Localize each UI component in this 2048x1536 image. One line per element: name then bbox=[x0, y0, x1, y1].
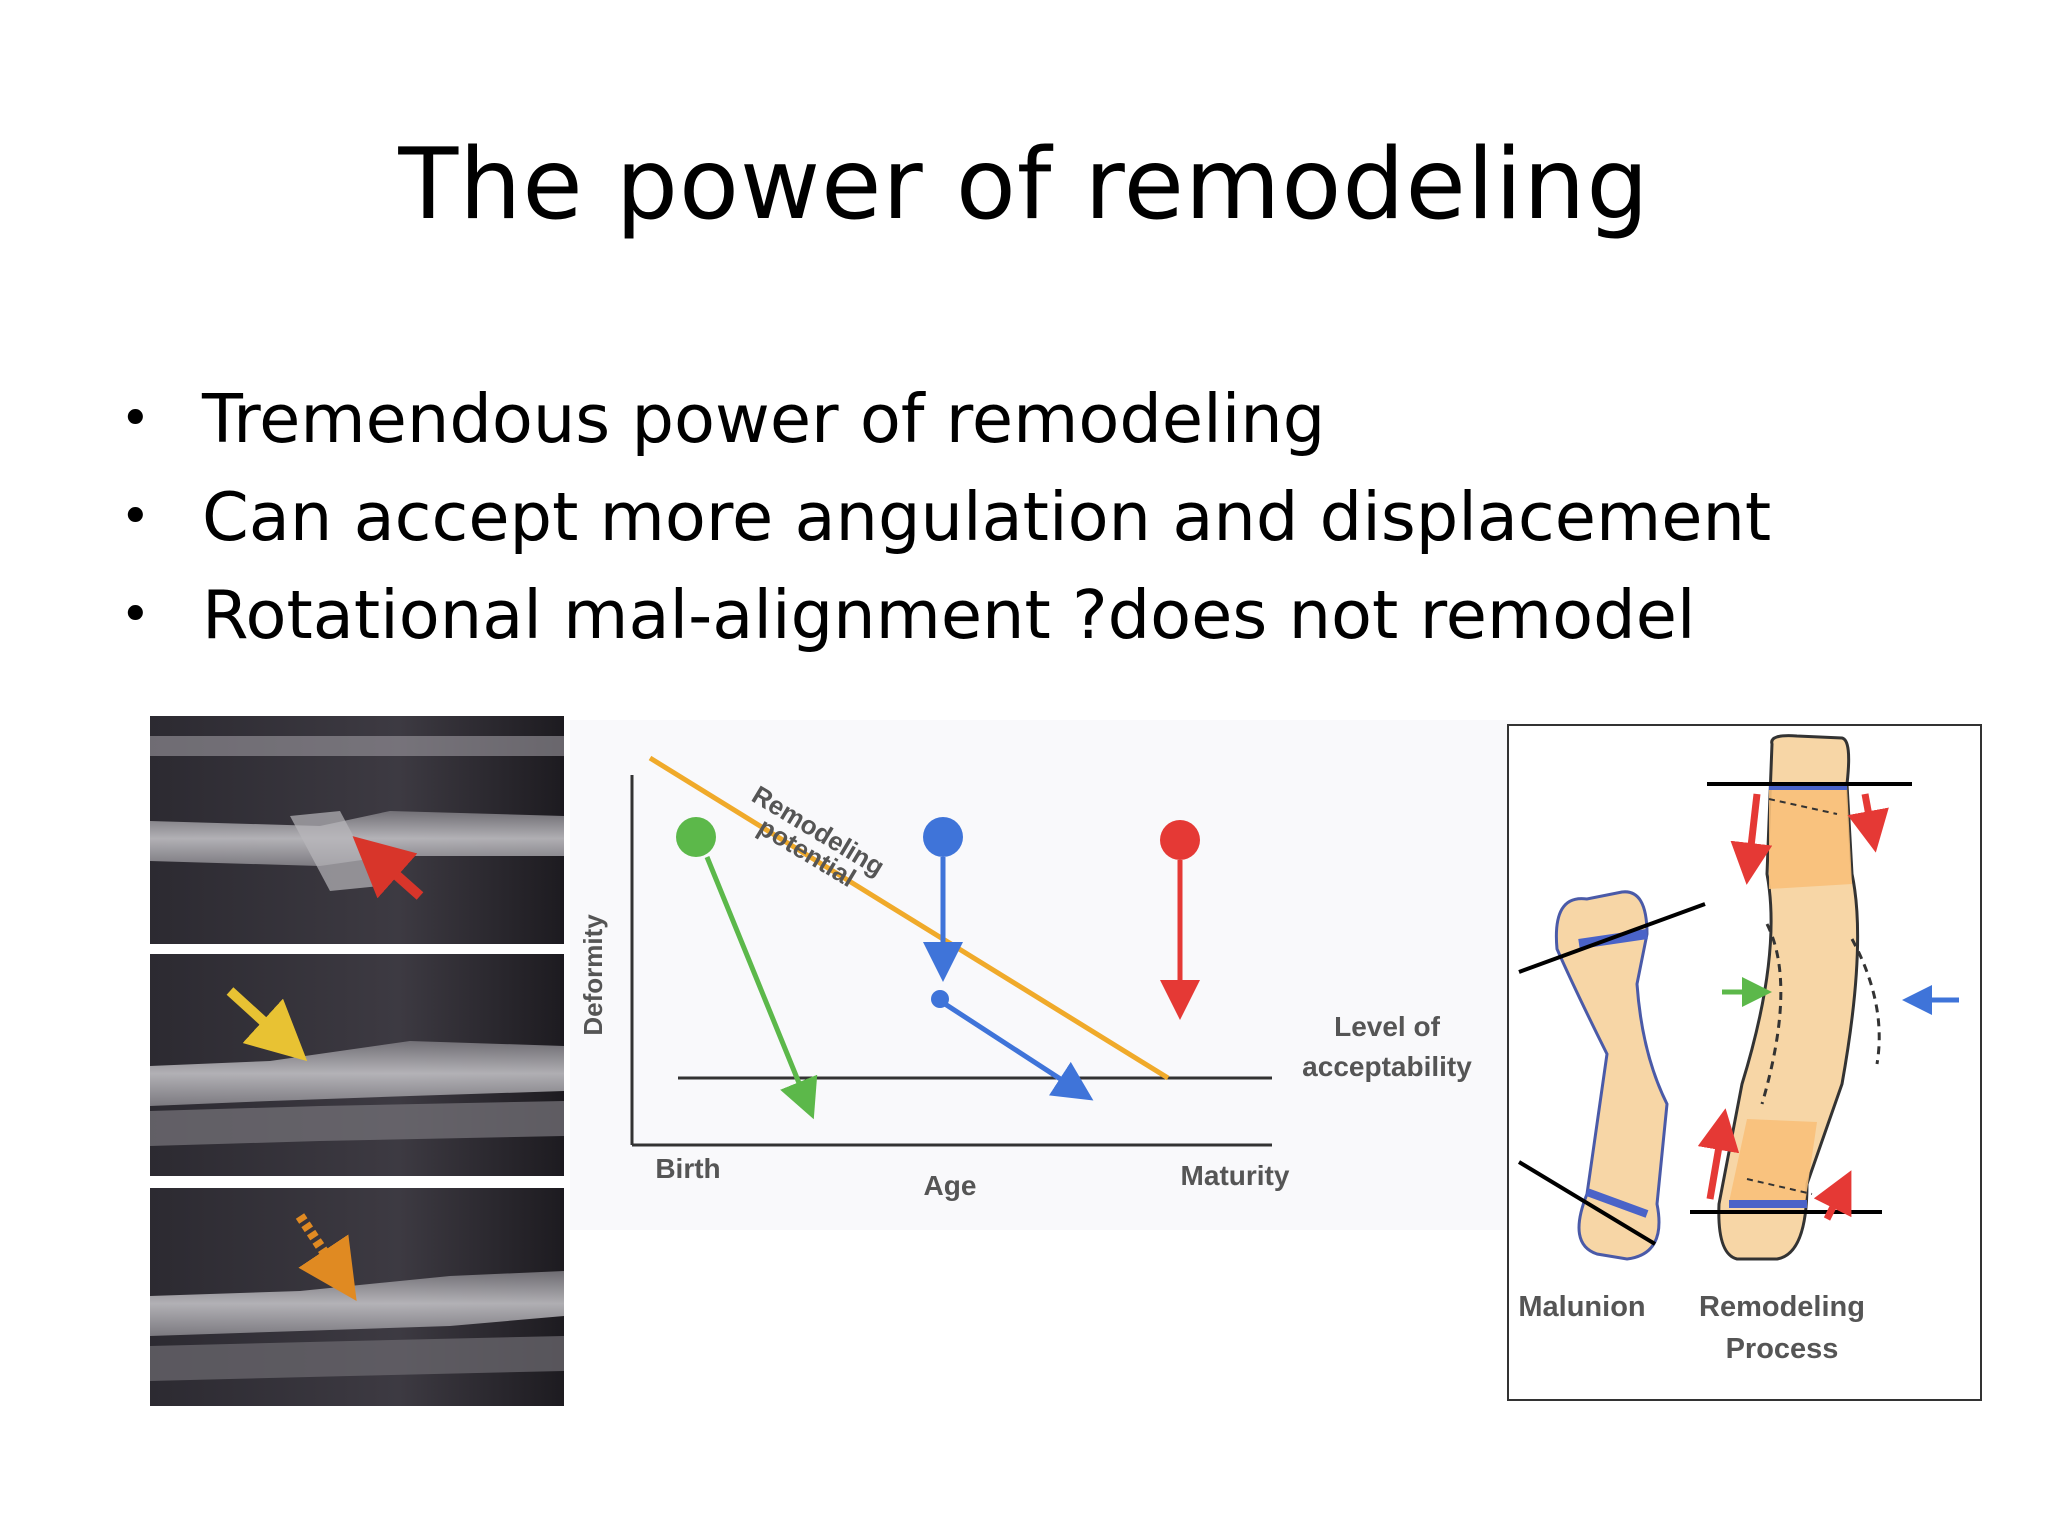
green-dot bbox=[676, 817, 716, 857]
xray-frame-3 bbox=[150, 1188, 564, 1406]
red-dot bbox=[1160, 820, 1200, 860]
acceptability-label-1: Level of bbox=[1334, 1011, 1440, 1042]
birth-label: Birth bbox=[655, 1153, 720, 1184]
orange-arrow-icon bbox=[295, 1213, 357, 1301]
x-axis-label: Age bbox=[924, 1170, 977, 1201]
red-arrow-icon bbox=[1813, 1170, 1852, 1221]
remodeling-bone bbox=[1690, 734, 1959, 1261]
blue-dot bbox=[923, 817, 963, 857]
remodeling-potential-line bbox=[648, 755, 1170, 1081]
process-label: Process bbox=[1726, 1333, 1839, 1365]
bullet-text: Can accept more angulation and displacem… bbox=[202, 478, 1772, 556]
green-arrow-icon bbox=[704, 856, 818, 1120]
bullet-item: Can accept more angulation and displacem… bbox=[120, 468, 1771, 566]
red-arrow-icon bbox=[1697, 1108, 1740, 1200]
bullet-item: Rotational mal-alignment ?does not remod… bbox=[120, 566, 1771, 664]
bullet-text: Tremendous power of remodeling bbox=[202, 380, 1326, 458]
xray-images bbox=[150, 716, 564, 1406]
malunion-bone bbox=[1517, 890, 1706, 1261]
y-axis-label: Deformity bbox=[578, 914, 608, 1036]
remodeling-label: Remodeling bbox=[1699, 1291, 1865, 1323]
slide-title: The power of remodeling bbox=[398, 128, 1650, 242]
blue-diagonal-arrow-icon bbox=[943, 1001, 1094, 1101]
bullet-item: Tremendous power of remodeling bbox=[120, 370, 1771, 468]
bone-remodeling-diagram: Malunion Remodeling Process bbox=[1507, 724, 1982, 1401]
xray-frame-1 bbox=[150, 716, 564, 944]
bullet-list: Tremendous power of remodeling Can accep… bbox=[120, 370, 1771, 664]
xray-image-panel bbox=[150, 716, 564, 1406]
maturity-label: Maturity bbox=[1181, 1160, 1290, 1191]
yellow-arrow-icon bbox=[226, 987, 308, 1062]
deformity-age-diagram: Deformity Birth Age Maturity Remodeling … bbox=[570, 720, 1520, 1230]
blue-small-dot bbox=[931, 990, 949, 1008]
red-arrow-icon bbox=[352, 836, 424, 900]
acceptability-label-2: acceptability bbox=[1302, 1051, 1472, 1082]
malunion-label: Malunion bbox=[1518, 1291, 1645, 1323]
red-arrow-icon bbox=[1730, 793, 1773, 885]
xray-frame-2 bbox=[150, 954, 564, 1176]
diagram-border bbox=[1507, 724, 1982, 1401]
red-arrow-icon bbox=[1847, 793, 1889, 853]
bullet-text: Rotational mal-alignment ?does not remod… bbox=[202, 576, 1696, 654]
